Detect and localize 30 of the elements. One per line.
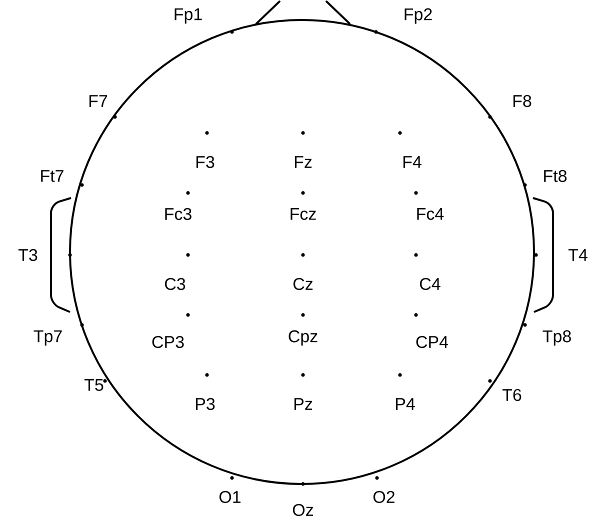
electrode-label: T6 xyxy=(502,388,522,401)
electrode-label: F3 xyxy=(196,156,214,168)
electrode-label: Fc3 xyxy=(165,208,192,220)
electrode-label: P3 xyxy=(196,398,215,410)
electrode-label: T3 xyxy=(18,248,38,261)
electrode-label: C3 xyxy=(165,278,186,290)
electrode-label: P4 xyxy=(396,398,415,410)
electrode-label: Tp8 xyxy=(542,330,571,346)
electrode-label: F4 xyxy=(403,156,422,168)
electrode-label: Pz xyxy=(294,398,312,410)
electrode-label: O2 xyxy=(373,490,394,503)
electrode-label: Fp1 xyxy=(174,8,202,24)
electrode-label: Oz xyxy=(292,504,314,516)
electrode-label: T5 xyxy=(84,379,104,391)
electrode-label: Fc4 xyxy=(417,208,444,220)
electrode-label: CP3 xyxy=(152,336,184,348)
electrode-label: Ft8 xyxy=(544,170,567,182)
electrode-label: CP4 xyxy=(416,336,448,348)
electrode-label: Fz xyxy=(294,156,312,168)
electrode-label: F8 xyxy=(513,94,532,107)
electrode-label: Ft7 xyxy=(41,170,64,182)
electrode-label: O1 xyxy=(219,490,241,503)
electrode-label: T4 xyxy=(568,249,588,261)
electrode-label: Tp7 xyxy=(34,330,62,346)
electrode-label: Fp2 xyxy=(404,8,432,24)
electrode-label: C4 xyxy=(420,278,440,290)
electrode-label: F7 xyxy=(89,95,108,107)
electrode-label: Fcz xyxy=(290,208,316,220)
electrode-label: Cz xyxy=(293,278,313,290)
electrode-label: Cpz xyxy=(288,330,318,346)
